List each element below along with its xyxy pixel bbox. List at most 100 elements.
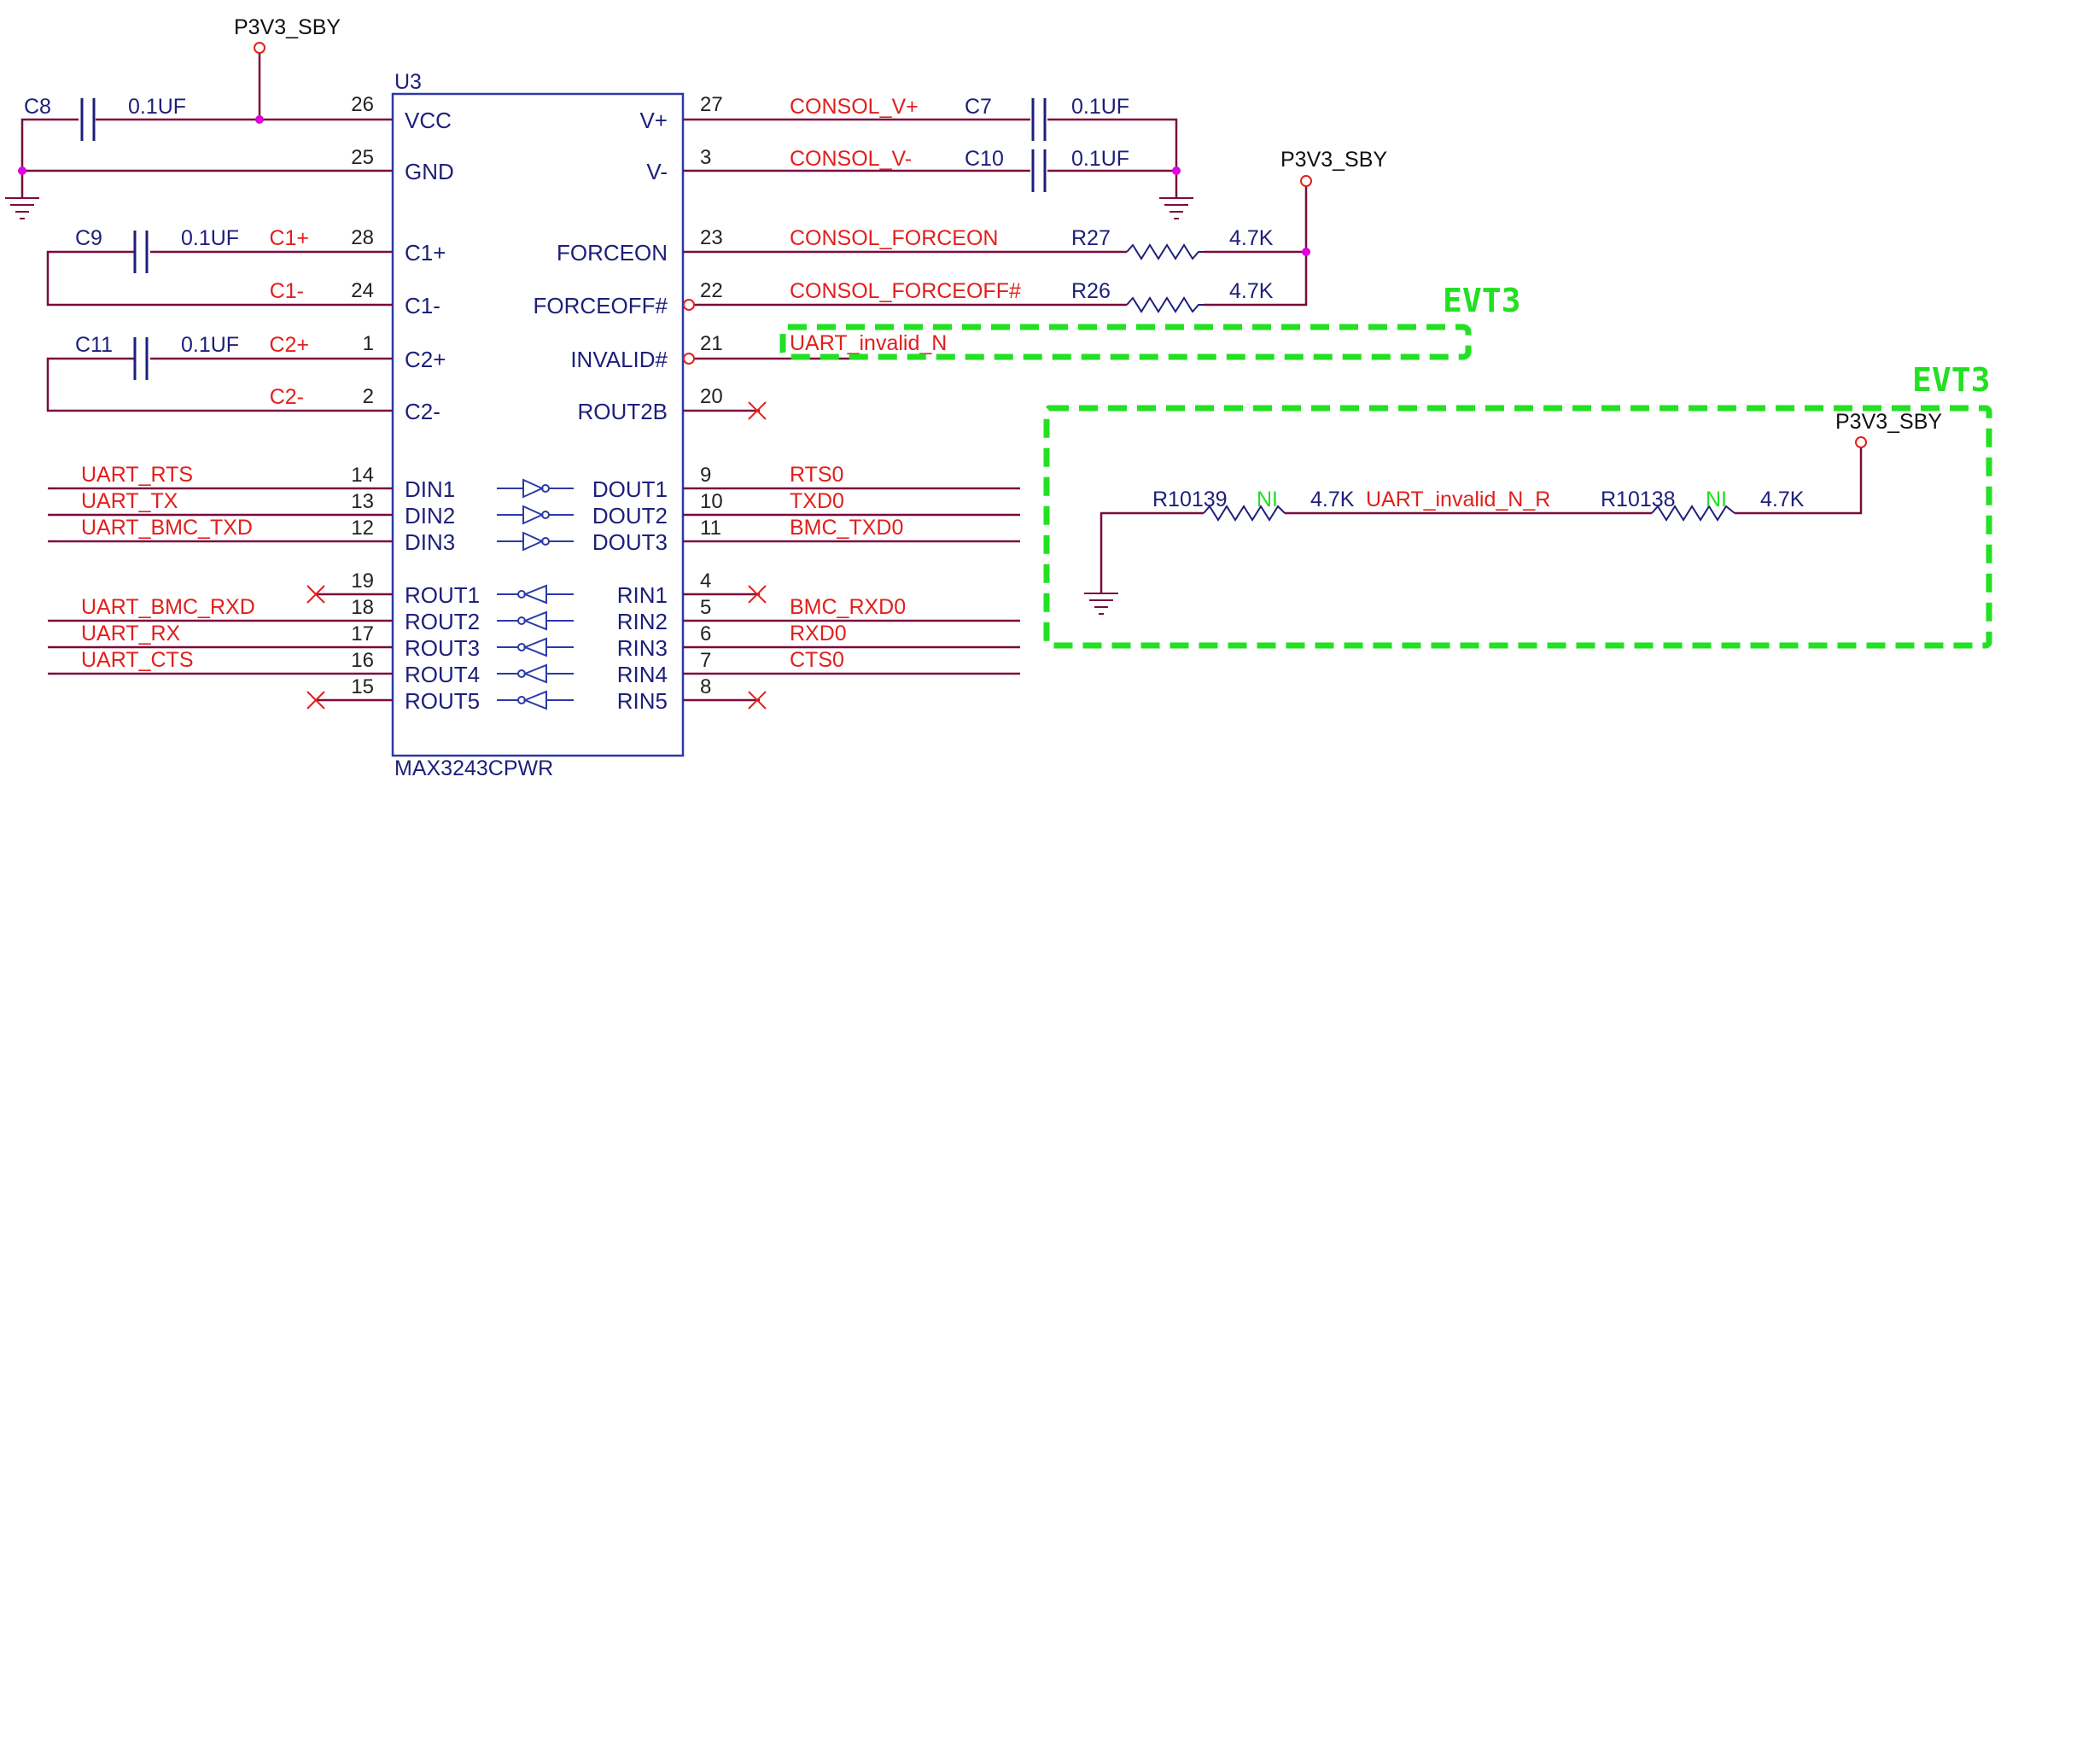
net-consol-vm: CONSOL_V- [790,147,912,171]
c10-ref: C10 [965,147,1004,171]
driver-1-icon [497,478,574,499]
evt3-resistors [1203,505,1735,522]
power-port-icon [254,42,265,54]
pin-name: V- [646,159,668,184]
pin-name: DOUT3 [592,529,668,555]
pin-number: 12 [351,517,374,540]
net-c1p: C1+ [269,226,309,250]
r10138-body-icon [1651,505,1735,522]
net-consol-forceon: CONSOL_FORCEON [790,226,998,250]
pin-number: 1 [363,332,374,355]
net-consol-vp: CONSOL_V+ [790,95,919,119]
net-uart-invalid-n-r: UART_invalid_N_R [1366,488,1550,511]
pin-name: DOUT1 [592,476,668,502]
pin-number: 8 [700,675,711,698]
junction-dot [1302,248,1310,256]
no-connect-right [748,401,767,710]
evt3-label-large: EVT3 [1912,361,1991,399]
net-c2m: C2- [270,385,304,409]
pin-name: GND [405,159,454,184]
left-wiring [20,51,316,675]
power-right: P3V3_SBY [1280,148,1387,187]
pin-name: ROUT4 [405,662,480,687]
evt3-labels: R10139 NI 4.7K UART_invalid_N_R R10138 N… [1152,488,1805,511]
pin-number: 14 [351,464,374,487]
pin-number: 7 [700,649,711,672]
power-top-label: P3V3_SBY [234,15,341,39]
pin-number: 24 [351,279,374,302]
pin-number: 15 [351,675,374,698]
pin-name: C1+ [405,240,446,266]
left-cap-plates [80,98,149,380]
pin-number: 22 [700,279,723,302]
pin-number: 4 [700,569,711,593]
pin-number: 18 [351,596,374,619]
no-connect-icon [748,401,767,420]
net-uart-tx: UART_TX [81,489,178,513]
pin-number: 10 [700,490,723,513]
net-rxd0: RXD0 [790,622,847,645]
pin-number: 9 [700,464,711,487]
r27-ref: R27 [1071,226,1111,250]
c8-value: 0.1UF [128,95,186,119]
evt3-wiring [1100,447,1863,593]
net-c2p: C2+ [269,333,309,357]
net-uart-invalid-n: UART_invalid_N [790,331,947,355]
pin-name: FORCEOFF# [534,293,668,318]
receiver-1-icon [497,584,574,604]
pin-name: FORCEON [557,240,668,266]
pin-name: RIN1 [617,582,668,608]
net-uart-rx: UART_RX [81,622,181,645]
r10139-ref: R10139 [1152,488,1228,511]
ground-evt3-icon [1084,593,1118,615]
evt3-box-small: EVT3 [779,282,1521,360]
c11-value: 0.1UF [181,333,239,357]
pin-name: RIN2 [617,609,668,634]
receiver-5-icon [497,690,574,710]
r10138-note: NI [1706,488,1727,511]
evt3-box-large: EVT3 [1043,361,1992,649]
net-cts0: CTS0 [790,648,844,672]
pin-number: 13 [351,490,374,513]
pin-name: RIN5 [617,688,668,714]
left-net-labels: UART_RTS UART_TX UART_BMC_TXD UART_BMC_R… [81,463,255,672]
no-connect-left [306,585,325,710]
driver-symbols [497,478,574,552]
c7-ref: C7 [965,95,992,119]
pin-number: 17 [351,622,374,645]
right-net-labels: CONSOL_V+ CONSOL_V- CONSOL_FORCEON CONSO… [790,95,1021,672]
power-evt3: P3V3_SBY [1835,410,1942,448]
receiver-3-icon [497,637,574,657]
pin-name: VCC [405,108,452,133]
driver-3-icon [497,531,574,552]
c8-ref: C8 [24,95,51,119]
net-bmc-rxd0: BMC_RXD0 [790,595,906,619]
pin-name: DOUT2 [592,503,668,529]
power-port-icon [1300,175,1312,187]
pin-name: C1- [405,293,440,318]
evt3-highlight-large [1043,405,1992,649]
r26-body-icon [1126,296,1204,313]
receiver-symbols [497,584,574,710]
c9-ref: C9 [75,226,102,250]
pin-number: 26 [351,93,374,116]
no-connect-icon [306,585,325,604]
r10138-value: 4.7K [1760,488,1805,511]
junction-dot [18,166,26,175]
left-pin-stubs [316,118,393,702]
pin-name: RIN3 [617,635,668,661]
evt3-label-small: EVT3 [1443,282,1521,319]
pin-number: 11 [700,517,721,540]
chip-body [391,92,685,757]
pin-number: 5 [700,596,711,619]
net-rts0: RTS0 [790,463,843,487]
chip-ref: U3 [394,70,422,94]
pin-number: 16 [351,649,374,672]
pin-name: DIN3 [405,529,455,555]
pin-name: ROUT3 [405,635,480,661]
pin-number: 3 [700,146,711,169]
pin-number: 21 [700,332,723,355]
net-uart-bmc-rxd: UART_BMC_RXD [81,595,255,619]
net-uart-cts: UART_CTS [81,648,194,672]
